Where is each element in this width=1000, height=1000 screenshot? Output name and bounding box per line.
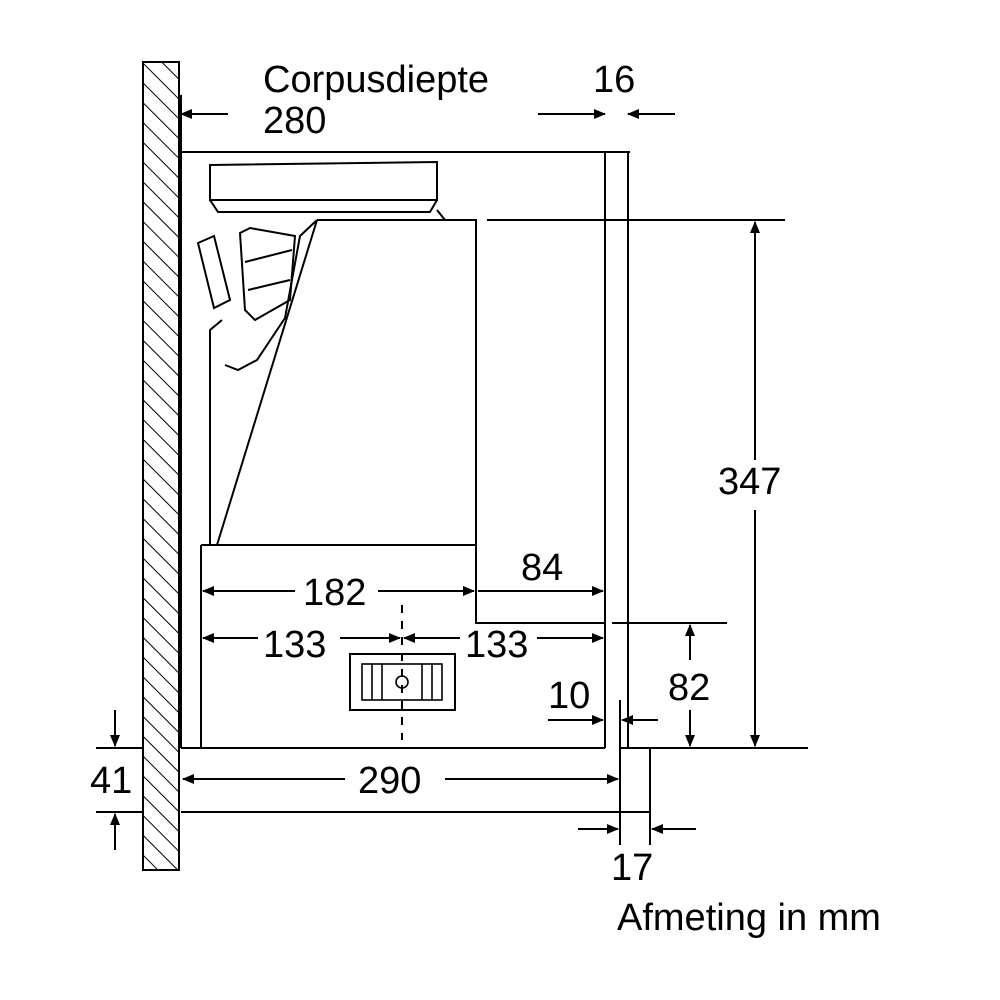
corpus-title: Corpusdiepte (263, 59, 489, 101)
top-gap-label: 16 (593, 59, 635, 101)
cabinet-outline (180, 95, 630, 749)
corpus-value: 280 (263, 100, 326, 142)
width-inner-label: 182 (303, 572, 366, 614)
dim-gap-10 (548, 700, 658, 760)
front-offset-label: 84 (521, 547, 563, 589)
lower-height-label: 82 (668, 667, 710, 709)
dim-panel-17 (578, 812, 696, 845)
dim-height-82 (612, 622, 727, 747)
height-total-label: 347 (718, 461, 781, 503)
half-left-label: 133 (263, 624, 326, 666)
panel-thickness-label: 17 (611, 847, 653, 889)
dim-thickness-41 (96, 710, 143, 850)
hood-unit (196, 160, 605, 748)
dim-height-347 (487, 219, 808, 749)
unit-note: Afmeting in mm (617, 897, 881, 939)
bottom-width-label: 290 (358, 760, 421, 802)
bottom-shelf (181, 747, 651, 813)
wall-hatched (142, 61, 180, 871)
half-right-label: 133 (465, 624, 528, 666)
front-gap-label: 10 (548, 675, 590, 717)
bottom-thickness-label: 41 (90, 760, 132, 802)
